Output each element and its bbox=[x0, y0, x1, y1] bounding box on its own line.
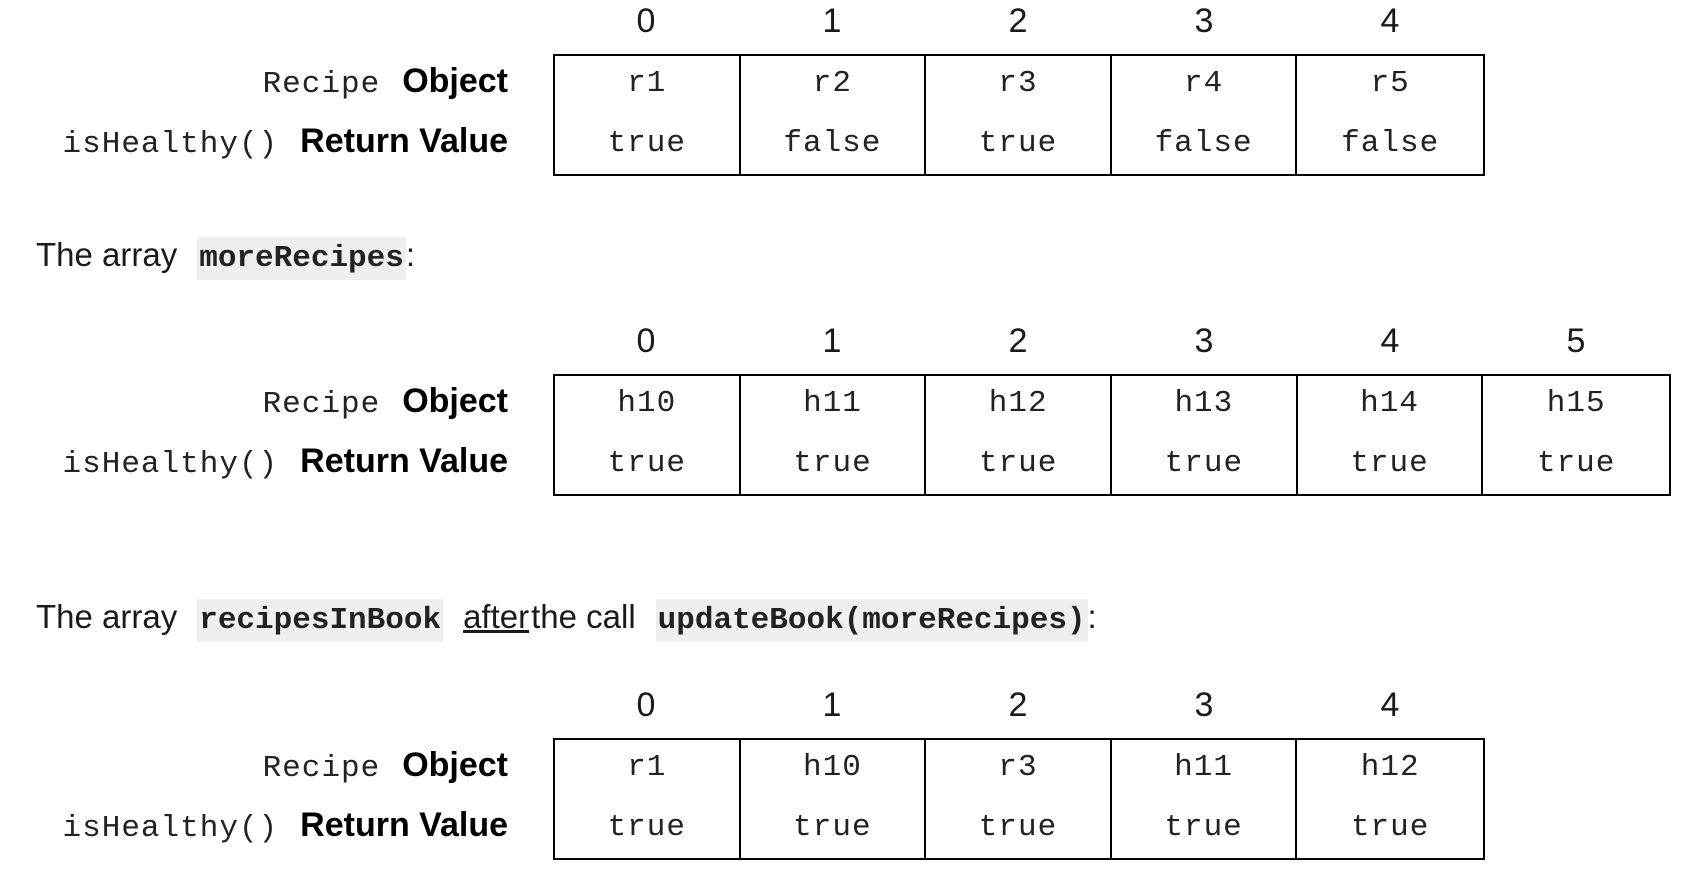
code-recipes-in-book: recipesInBook bbox=[197, 599, 444, 642]
recipe-object: h11 bbox=[1174, 750, 1233, 785]
index-label: 0 bbox=[636, 686, 656, 724]
object-row-label: Recipe Object bbox=[263, 746, 508, 786]
method-label: isHealthy() bbox=[62, 127, 279, 162]
index-label: 3 bbox=[1194, 686, 1214, 724]
array-cell: r3 true bbox=[926, 56, 1112, 174]
array-cell: r5 false bbox=[1297, 56, 1483, 174]
index-label: 1 bbox=[822, 2, 842, 40]
index-label: 3 bbox=[1194, 322, 1214, 360]
code-more-recipes: moreRecipes bbox=[197, 237, 406, 280]
index-label: 1 bbox=[822, 322, 842, 360]
return-row-label: isHealthy() Return Value bbox=[63, 442, 508, 482]
recipe-object: r2 bbox=[812, 66, 852, 101]
return-value: true bbox=[793, 810, 872, 845]
index-label: 0 bbox=[636, 2, 656, 40]
method-label: isHealthy() bbox=[62, 811, 279, 846]
object-row-label: Recipe Object bbox=[263, 62, 508, 102]
index-label: 4 bbox=[1380, 322, 1400, 360]
array-cell: r3 true bbox=[926, 740, 1112, 858]
caption-recipes-in-book: The array recipesInBook after the call u… bbox=[36, 598, 1097, 642]
recipe-object: r3 bbox=[998, 750, 1038, 785]
object-type-label: Recipe bbox=[262, 387, 381, 422]
array-cell: r1 true bbox=[555, 740, 741, 858]
index-label: 2 bbox=[1008, 2, 1028, 40]
return-value-label: Return Value bbox=[300, 442, 508, 480]
array-cells: r1 true r2 false r3 true r4 false r5 false bbox=[553, 54, 1485, 176]
index-label: 5 bbox=[1566, 322, 1586, 360]
object-word-label: Object bbox=[402, 382, 508, 420]
array-cell: h12 true bbox=[1297, 740, 1483, 858]
return-value: true bbox=[978, 810, 1058, 845]
recipe-object: r3 bbox=[998, 66, 1038, 101]
object-type-label: Recipe bbox=[262, 751, 381, 786]
recipe-object: r5 bbox=[1370, 66, 1410, 101]
recipe-object: r1 bbox=[627, 750, 667, 785]
object-word-label: Object bbox=[402, 62, 508, 100]
return-value: true bbox=[1164, 446, 1244, 481]
method-label: isHealthy() bbox=[62, 447, 279, 482]
caption-middle: the call bbox=[531, 598, 636, 635]
array-cell: r4 false bbox=[1112, 56, 1298, 174]
index-label: 0 bbox=[636, 322, 656, 360]
recipe-object: r4 bbox=[1183, 66, 1224, 101]
underlined-after: after bbox=[463, 598, 530, 635]
object-row-label: Recipe Object bbox=[263, 382, 508, 422]
recipe-object: h12 bbox=[988, 386, 1048, 421]
array-cell: h11 true bbox=[741, 376, 927, 494]
caption-prefix: The array bbox=[36, 598, 178, 635]
caption-suffix: : bbox=[405, 236, 416, 273]
object-word-label: Object bbox=[402, 746, 508, 784]
array-cell: h14 true bbox=[1298, 376, 1484, 494]
recipe-object: h10 bbox=[617, 386, 677, 421]
return-value: true bbox=[978, 446, 1058, 481]
recipe-object: r1 bbox=[627, 66, 667, 101]
return-value: true bbox=[1350, 810, 1430, 845]
caption-more-recipes: The array moreRecipes : bbox=[36, 236, 415, 280]
index-label: 3 bbox=[1194, 2, 1214, 40]
index-label: 2 bbox=[1008, 322, 1028, 360]
return-value-label: Return Value bbox=[300, 806, 508, 844]
recipe-object: h13 bbox=[1174, 386, 1234, 421]
index-label: 4 bbox=[1380, 2, 1400, 40]
index-label: 4 bbox=[1380, 686, 1400, 724]
return-value: false bbox=[783, 126, 882, 161]
return-row-label: isHealthy() Return Value bbox=[63, 806, 508, 846]
return-value: true bbox=[1350, 446, 1429, 481]
array-cell: h11 true bbox=[1112, 740, 1298, 858]
return-value: true bbox=[1164, 810, 1243, 845]
return-value: false bbox=[1154, 126, 1253, 161]
array-cell: h15 true bbox=[1483, 376, 1669, 494]
array-cell: h12 true bbox=[926, 376, 1113, 494]
index-label: 2 bbox=[1008, 686, 1028, 724]
recipe-object: h14 bbox=[1360, 386, 1419, 421]
return-value: true bbox=[978, 126, 1058, 161]
caption-prefix: The array bbox=[36, 236, 178, 273]
object-type-label: Recipe bbox=[262, 67, 381, 102]
array-cell: h13 true bbox=[1112, 376, 1298, 494]
return-value: true bbox=[607, 446, 687, 481]
code-update-book: updateBook(moreRecipes) bbox=[655, 599, 1088, 642]
array-cell: h10 true bbox=[741, 740, 927, 858]
return-value-label: Return Value bbox=[300, 122, 508, 160]
array-cells: r1 true h10 true r3 true h11 true h12 true bbox=[553, 738, 1485, 860]
recipe-object: h12 bbox=[1360, 750, 1420, 785]
return-value: true bbox=[607, 126, 686, 161]
array-cell: h10 true bbox=[555, 376, 741, 494]
array-cells: h10 true h11 true h12 true h13 true h14 true h15 tr… bbox=[553, 374, 1671, 496]
return-value: true bbox=[607, 810, 686, 845]
array-cell: r1 true bbox=[555, 56, 741, 174]
return-row-label: isHealthy() Return Value bbox=[63, 122, 508, 162]
recipe-object: h11 bbox=[803, 386, 862, 421]
return-value: false bbox=[1341, 126, 1440, 161]
return-value: true bbox=[1536, 446, 1616, 481]
recipe-object: h10 bbox=[802, 750, 862, 785]
index-label: 1 bbox=[822, 686, 842, 724]
caption-suffix: : bbox=[1087, 598, 1097, 635]
array-cell: r2 false bbox=[741, 56, 927, 174]
return-value: true bbox=[793, 446, 872, 481]
recipe-object: h15 bbox=[1546, 386, 1606, 421]
